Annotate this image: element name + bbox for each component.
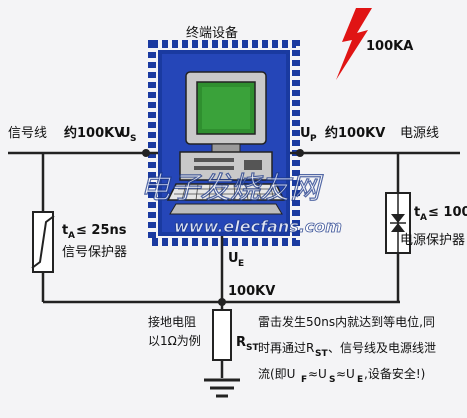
ue-label: U [228,251,239,266]
signal-prot-t: t [62,223,68,238]
ue-sub: E [238,259,244,269]
lightning-current-label: 100KA [366,39,413,54]
signal-prot-param: ≤ 25ns [76,223,127,238]
up-sub: P [310,134,317,144]
ground-label-line2: 以1Ω为例 [148,334,201,348]
up-label: U [300,126,311,141]
ground-resistor [212,309,232,361]
lightning-bolt-icon [336,8,372,80]
watermark-url: www.elecfans.com [174,217,342,236]
ground-symbol [204,378,240,398]
power-protector-symbol [385,192,411,254]
note-line1: 雷击发生50ns内就达到等电位,同 [258,314,435,329]
note-line3-sub-f: F [301,375,307,385]
signal-prot-name: 信号保护器 [62,245,127,260]
rst-sub: ST [246,343,259,353]
note-text: 雷击发生50ns内就达到等电位,同 时再通过R ST 、信号线及电源线泄 流(即… [258,314,436,385]
bus-voltage-label: 100KV [228,284,275,299]
computer-icon [166,71,286,215]
node-ue [218,298,226,306]
terminal-device-stamp [148,40,300,246]
power-prot-t-sub: A [420,213,427,223]
signal-line-label: 信号线 [8,126,47,141]
terminal-device-label: 终端设备 [186,25,238,41]
note-line3c: ≈U [336,367,355,381]
ground-label-line1: 接地电阻 [148,314,196,329]
power-prot-name: 电源保护器 [400,233,465,248]
power-prot-param: ≤ 100ns [428,205,467,220]
note-line3b: ≈U [308,367,327,381]
note-line3-sub-s: S [329,375,335,385]
us-label: U [120,126,131,141]
note-line3a: 流(即U [258,367,295,381]
power-line-label: 电源线 [400,126,439,141]
power-voltage-label: 约100KV [325,125,385,141]
node-us [142,149,150,157]
signal-prot-t-sub: A [68,231,75,241]
signal-voltage-label: 约100KV [64,125,124,141]
note-line3-sub-e: E [357,375,363,385]
note-line2a: 时再通过R [258,341,314,355]
signal-protector-symbol [31,211,55,273]
node-up [296,149,304,157]
note-line3d: ,设备安全!) [364,366,425,381]
note-line2b: 、信号线及电源线泄 [328,341,436,355]
note-line2-sub: ST [315,349,328,359]
watermark-text: 电子发烧友网 [140,171,324,206]
power-prot-t: t [414,205,420,220]
rst-label: R [236,335,246,350]
us-sub: S [130,134,136,144]
